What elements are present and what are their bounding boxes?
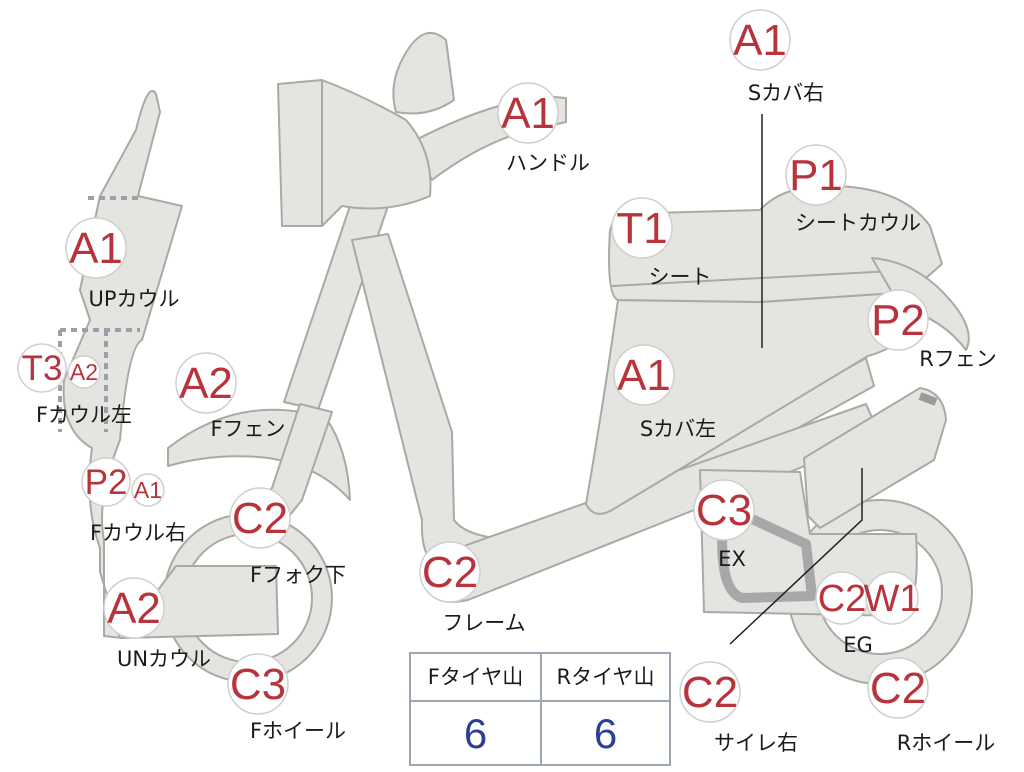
part-callout-12-grade: C3: [230, 660, 286, 709]
part-callout-15-sub-grade: W1: [864, 578, 921, 620]
part-label-2: シートカウル: [795, 211, 921, 235]
part-callout-16-grade: C2: [682, 668, 738, 717]
part-callout-16-badge: [679, 661, 741, 723]
part-callout-13-badge: [419, 541, 481, 603]
part-callout-14-badge: [693, 479, 755, 541]
leader-silencer-right: [729, 468, 863, 645]
part-callout-10-badge: [229, 487, 291, 549]
part-callout-7-grade: T3: [22, 349, 63, 388]
part-label-8: Fフェン: [210, 417, 285, 441]
part-callout-14-grade: C3: [696, 486, 752, 535]
scooter-silhouette: [58, 31, 973, 685]
part-callout-7-sub-grade: A2: [70, 359, 98, 385]
part-callout-0: A1 ハンドル: [497, 82, 590, 175]
seat-edge: [611, 269, 911, 287]
part-label-1: Sカバ右: [748, 81, 824, 105]
part-callout-6-grade: A1: [69, 224, 123, 273]
part-callout-8-grade: A2: [179, 359, 233, 408]
part-label-0: ハンドル: [506, 151, 590, 175]
part-callout-4-grade: P2: [871, 296, 925, 345]
part-callout-3: T1 シート: [611, 197, 712, 289]
part-label-13: フレーム: [442, 611, 525, 635]
part-callout-3-badge: [611, 197, 673, 259]
part-label-5: Sカバ左: [640, 417, 716, 441]
part-callout-1-badge: [729, 9, 791, 71]
part-label-11: UNカウル: [117, 647, 211, 671]
part-callout-6-badge: [65, 217, 127, 279]
part-label-12: Fホイール: [250, 719, 346, 743]
part-callout-12-badge: [227, 653, 289, 715]
part-callout-9-sub-grade: A1: [134, 477, 162, 503]
part-callout-0-badge: [497, 82, 559, 144]
part-grade-badges: A1ハンドルA1Sカバ右P1シートカウルT1シートP2RフェンA1Sカバ左A1U…: [17, 9, 997, 755]
part-callout-9-badge: [81, 457, 131, 507]
muffler-shape: [803, 387, 947, 529]
part-callout-3-grade: T1: [616, 204, 667, 253]
mirror-shape: [392, 31, 455, 115]
part-label-4: Rフェン: [919, 347, 997, 371]
part-callout-5-grade: A1: [617, 351, 671, 400]
part-label-14: EX: [718, 547, 746, 571]
part-label-6: UPカウル: [88, 287, 179, 311]
part-callout-2-grade: P1: [789, 151, 843, 200]
part-callout-7-sub-badge: [67, 355, 101, 389]
part-callout-13-grade: C2: [422, 548, 478, 597]
part-callout-2: P1 シートカウル: [785, 144, 921, 235]
front-tread-header: Fタイヤ山: [427, 665, 524, 689]
headlight-shape: [277, 79, 432, 227]
table-column-divider: [540, 654, 542, 764]
part-label-7: Fカウル左: [36, 403, 132, 427]
part-callout-13: C2 フレーム: [419, 541, 526, 635]
part-callout-17-grade: C2: [870, 664, 926, 713]
part-callout-11-badge: [103, 577, 165, 639]
part-callout-1-grade: A1: [733, 16, 787, 65]
part-label-15: EG: [843, 633, 873, 657]
part-callout-0-grade: A1: [501, 89, 555, 138]
part-callout-17-badge: [867, 657, 929, 719]
part-callout-2-badge: [785, 144, 847, 206]
part-label-17: Rホイール: [897, 731, 996, 755]
part-callout-15-sub-badge: [865, 571, 919, 625]
part-callout-8-badge: [175, 352, 237, 414]
leader-lines: [729, 114, 863, 645]
front-tread-value: 6: [463, 710, 488, 757]
rear-tread-value: 6: [593, 710, 618, 757]
part-callout-16: C2 サイレ右: [679, 661, 798, 755]
part-callout-4-badge: [867, 289, 929, 351]
part-label-3: シート: [649, 265, 712, 289]
part-callout-5-badge: [613, 344, 675, 406]
part-label-9: Fカウル右: [90, 521, 186, 545]
tire-tread-table: Fタイヤ山 Rタイヤ山 6 6: [409, 652, 671, 766]
part-callout-11-grade: A2: [107, 584, 161, 633]
part-label-16: サイレ右: [714, 731, 798, 755]
part-callout-10-grade: C2: [232, 494, 288, 543]
cowl-divider-lower: [58, 328, 140, 432]
part-callout-7-badge: [17, 343, 67, 393]
muffler-tip: [918, 392, 938, 406]
part-callout-15-grade: C2: [818, 578, 867, 620]
part-callout-9-sub-badge: [131, 473, 165, 507]
rear-tread-header: Rタイヤ山: [556, 665, 655, 689]
part-label-10: Fフォク下: [250, 563, 346, 587]
part-callout-9-grade: P2: [85, 463, 128, 502]
